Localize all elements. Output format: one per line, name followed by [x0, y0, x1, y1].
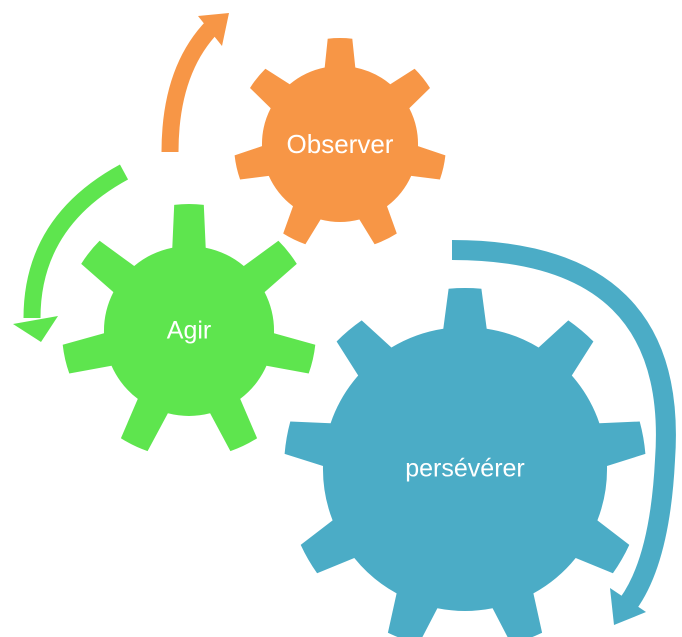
arrow-agir — [13, 164, 129, 342]
gear-label-agir: Agir — [166, 316, 212, 345]
gear-observer — [234, 37, 446, 245]
arrow-observer-head — [198, 13, 229, 46]
gear-label-observer: Observer — [286, 129, 394, 159]
arrows-layer — [13, 13, 676, 625]
gear-label-perseverer: persévérer — [405, 454, 525, 483]
gears-layer — [62, 37, 646, 637]
gear-agir — [62, 204, 316, 452]
arrow-agir-head — [13, 316, 58, 342]
gear-perseverer — [284, 287, 646, 637]
arrow-perseverer — [451, 240, 676, 625]
arrow-observer-shaft — [161, 20, 220, 153]
arrow-perseverer-head — [610, 588, 646, 625]
arrow-perseverer-shaft — [451, 240, 676, 610]
arrow-agir-shaft — [23, 164, 129, 319]
arrow-observer — [161, 13, 229, 153]
